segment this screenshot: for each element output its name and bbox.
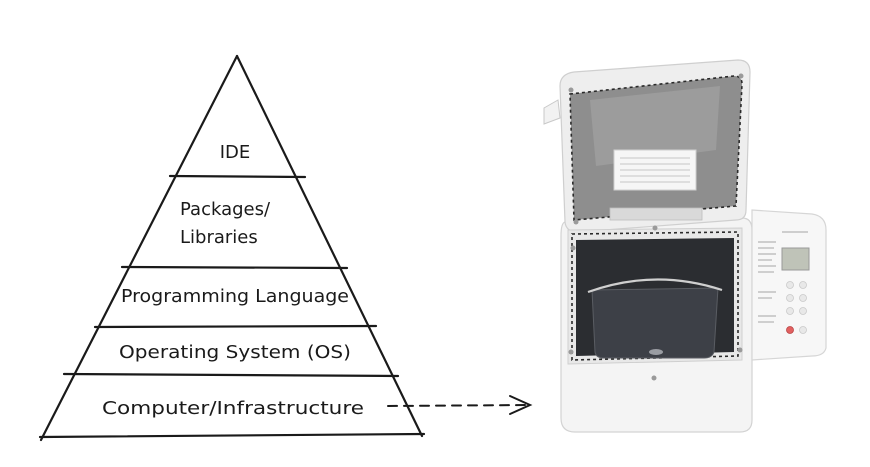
control-button (786, 294, 794, 302)
lid-inner-dashed-seal (569, 75, 743, 221)
layer-os-label: Operating System (OS) (119, 342, 351, 363)
kneading-paddle (649, 349, 663, 355)
screws (568, 73, 744, 381)
layer-language-label: Programming Language (121, 286, 349, 307)
pan-handle (587, 278, 723, 294)
layer-packages-label-line1: Packages/ (180, 199, 271, 220)
bread-pan (591, 287, 719, 359)
lcd-display (781, 247, 810, 271)
software-stack-pyramid (38, 54, 426, 442)
pyramid-base (38, 432, 426, 439)
control-button (799, 307, 807, 315)
control-button (786, 281, 794, 289)
start-button (786, 326, 794, 334)
pyramid-labels: IDE Packages/ Libraries Programming Lang… (102, 142, 364, 419)
vent-grille (620, 157, 690, 183)
divider-os-computer (62, 372, 400, 378)
divider-packages-language (120, 265, 349, 270)
divider-ide-packages (168, 174, 307, 179)
dashed-arrow (387, 395, 533, 415)
layer-packages-label-line2: Libraries (180, 227, 258, 248)
control-button (799, 326, 807, 334)
control-buttons (786, 281, 807, 334)
pyramid-left-edge (39, 54, 239, 442)
control-button (799, 294, 807, 302)
divider-language-os (93, 324, 378, 329)
pyramid-right-edge (235, 54, 424, 438)
arrow-head (509, 395, 533, 415)
layer-computer-label: Computer/Infrastructure (102, 398, 364, 419)
control-panel-text-lines (758, 231, 808, 323)
vent-bracket (609, 207, 703, 221)
chamber-dashed-seal (571, 231, 739, 361)
arrow-shaft (387, 404, 529, 407)
lid-handle (543, 99, 561, 125)
control-button (799, 281, 807, 289)
layer-ide-label: IDE (220, 142, 251, 163)
control-button (786, 307, 794, 315)
lid-inner-sheen (590, 86, 720, 166)
bread-maker-machine (543, 59, 827, 433)
